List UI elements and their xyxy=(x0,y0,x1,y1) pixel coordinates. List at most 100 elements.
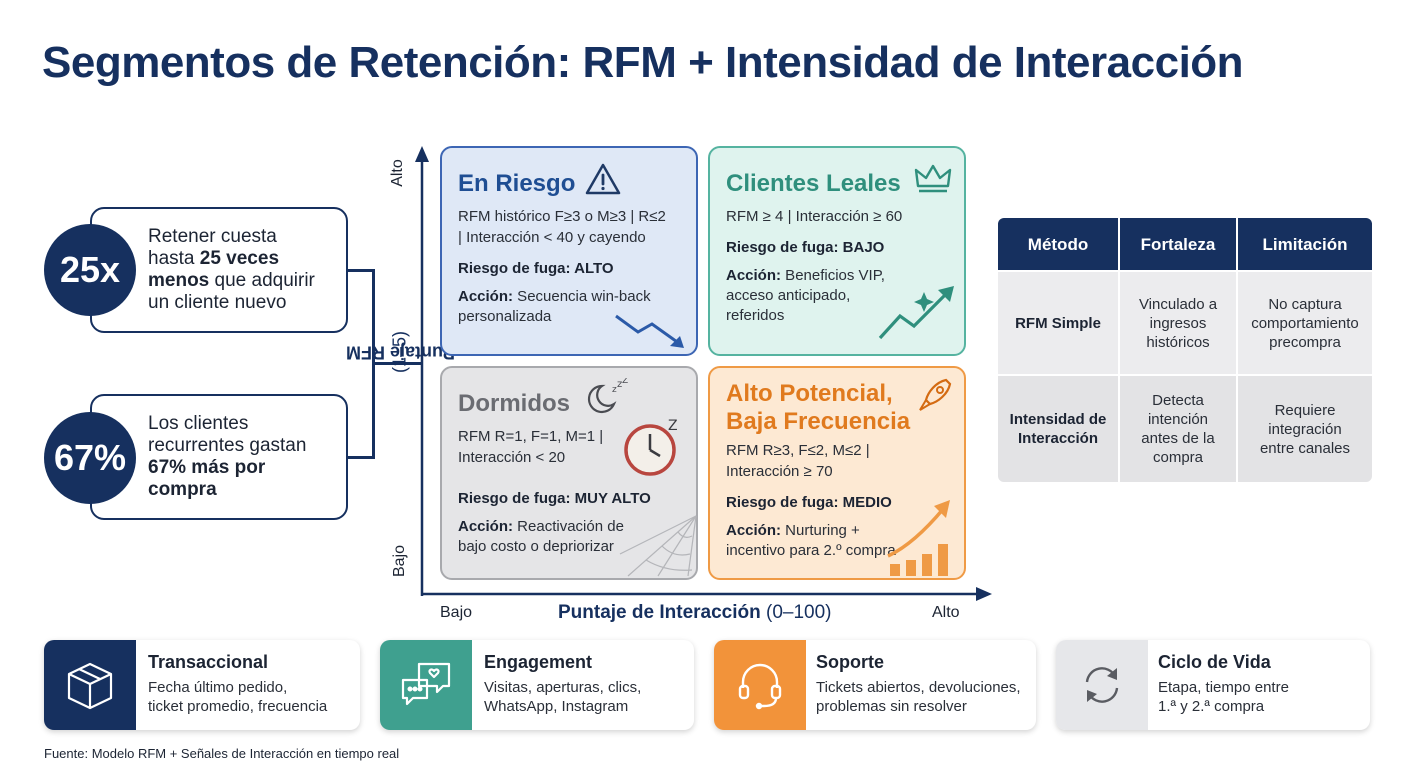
clock-icon: Z xyxy=(624,418,678,476)
criteria-line: RFM histórico F≥3 o M≥3 | R≤2 xyxy=(458,208,666,225)
svg-text:z: z xyxy=(612,385,617,395)
stat-line-bold: 67% más por xyxy=(148,457,266,478)
card-title: Transaccional xyxy=(148,652,269,672)
criteria-line: | Interacción < 40 y cayendo xyxy=(458,229,646,246)
table-header-method: Método xyxy=(998,218,1118,270)
card-soporte: Soporte Tickets abiertos, devoluciones,p… xyxy=(714,640,1036,730)
cobweb-icon xyxy=(619,515,697,577)
quadrant-risk: Riesgo de fuga: MUY ALTO xyxy=(458,490,651,507)
criteria-line: RFM R=1, F=1, M=1 | xyxy=(458,428,604,445)
criteria-line: RFM ≥ 4 | Interacción ≥ 60 xyxy=(726,208,903,225)
quadrant-en-riesgo: En Riesgo RFM histórico F≥3 o M≥3 | R≤2 … xyxy=(440,146,698,356)
action-text: Secuencia win-back xyxy=(513,288,651,305)
crown-icon xyxy=(914,164,952,193)
action-text: Reactivación de xyxy=(513,518,624,535)
box-icon xyxy=(44,640,136,730)
stat-line: Retener cuesta xyxy=(148,226,277,247)
y-axis-title: Puntaje RFM xyxy=(345,342,455,363)
action-text: Nurturing + xyxy=(781,522,860,539)
connector-line xyxy=(348,269,374,272)
y-axis-high-text: Alto xyxy=(388,159,406,187)
comparison-table: Método Fortaleza Limitación RFM Simple V… xyxy=(998,218,1372,482)
action-text: Beneficios VIP, xyxy=(781,267,885,284)
action-text: bajo costo o depriorizar xyxy=(458,538,614,555)
warning-icon xyxy=(585,163,621,195)
quadrant-title: Dormidos xyxy=(458,390,571,417)
stat-line-bold: menos xyxy=(148,270,210,291)
quadrant-leales: Clientes Leales RFM ≥ 4 | Interacción ≥ … xyxy=(708,146,966,356)
stat-line: recurrentes gastan xyxy=(148,435,307,456)
stat-line: menos que adquirir xyxy=(148,270,344,292)
quadrant-title: Clientes Leales xyxy=(726,170,901,197)
quadrant-action: Acción: Reactivación de bajo costo o dep… xyxy=(458,517,680,557)
quadrant-risk: Riesgo de fuga: BAJO xyxy=(726,239,885,256)
card-title: Soporte xyxy=(816,652,885,672)
action-label: Acción: xyxy=(458,518,514,535)
action-text: referidos xyxy=(726,307,785,324)
moon-icon: z z Z xyxy=(587,378,628,414)
stat-line-part: hasta xyxy=(148,248,200,269)
table-header-strength: Fortaleza xyxy=(1120,218,1236,270)
stat-line: hasta 25 veces xyxy=(148,248,344,270)
table-header-row: Método Fortaleza Limitación xyxy=(998,218,1372,270)
action-label: Acción: xyxy=(458,288,514,305)
stat-line: compra xyxy=(148,479,344,501)
y-axis-low-text: Bajo xyxy=(391,544,409,578)
quadrant-criteria: RFM histórico F≥3 o M≥3 | R≤2 | Interacc… xyxy=(458,206,680,248)
stat-line: Los clientes xyxy=(148,413,249,434)
action-text: incentivo para 2.º compra xyxy=(726,542,896,559)
card-desc: Tickets abiertos, devoluciones,problemas… xyxy=(816,679,1021,715)
quadrant-title: En Riesgo xyxy=(458,170,576,197)
x-axis-range: (0–100) xyxy=(766,602,832,623)
stat-text-spend: Los clientes recurrentes gastan 67% más … xyxy=(148,413,344,501)
quadrant-title-line: Alto Potencial, xyxy=(726,380,893,407)
card-desc: Visitas, aperturas, clics,WhatsApp, Inst… xyxy=(484,679,642,715)
svg-text:Z: Z xyxy=(668,418,678,434)
stat-line-bold: 25 veces xyxy=(199,248,280,269)
stat-line-bold: compra xyxy=(148,479,217,500)
quadrant-title-line: Baja Frecuencia xyxy=(726,408,911,435)
action-text: acceso anticipado, xyxy=(726,287,851,304)
quadrant-risk: Riesgo de fuga: ALTO xyxy=(458,260,614,277)
svg-text:z: z xyxy=(617,379,622,390)
criteria-line: Interacción ≥ 70 xyxy=(726,463,833,480)
trend-down-icon xyxy=(615,314,684,348)
quadrant-potencial: Alto Potencial, Baja Frecuencia RFM R≥3,… xyxy=(708,366,966,580)
chat-icon xyxy=(380,640,472,730)
y-axis-high: Alto xyxy=(386,158,416,188)
table-header-limitation: Limitación xyxy=(1238,218,1372,270)
criteria-line: Interacción < 20 xyxy=(458,449,566,466)
card-title: Ciclo de Vida xyxy=(1158,652,1271,672)
cycle-icon xyxy=(1056,640,1148,730)
source-note: Fuente: Modelo RFM + Señales de Interacc… xyxy=(44,746,400,761)
quadrant-title: Alto Potencial, Baja Frecuencia xyxy=(726,380,948,436)
y-axis-label: Puntaje RFM (1–5) xyxy=(345,232,454,472)
x-axis-label: Puntaje de Interacción (0–100) xyxy=(558,602,832,624)
card-engagement: Engagement Visitas, aperturas, clics,Wha… xyxy=(380,640,694,730)
criteria-line: RFM R≥3, F≤2, M≤2 | xyxy=(726,442,870,459)
quadrant-risk: Riesgo de fuga: MEDIO xyxy=(726,494,892,511)
x-axis-title: Puntaje de Interacción xyxy=(558,602,761,623)
card-desc: Fecha último pedido,ticket promedio, fre… xyxy=(148,679,328,715)
quadrant-criteria: RFM ≥ 4 | Interacción ≥ 60 xyxy=(726,206,948,227)
stat-value-spend: 67% xyxy=(44,412,136,504)
quadrant-action: Acción: Beneficios VIP, acceso anticipad… xyxy=(726,266,948,326)
action-label: Acción: xyxy=(726,522,782,539)
quadrant-criteria: RFM R≥3, F≤2, M≤2 | Interacción ≥ 70 xyxy=(726,440,948,482)
y-axis-low: Bajo xyxy=(386,544,416,578)
stat-line: 67% más por xyxy=(148,457,344,479)
quadrant-action: Acción: Secuencia win-back personalizada xyxy=(458,287,680,327)
quadrant-action: Acción: Nurturing + incentivo para 2.º c… xyxy=(726,521,948,561)
svg-text:Z: Z xyxy=(622,378,628,386)
action-text: personalizada xyxy=(458,308,552,325)
growth-bars-icon xyxy=(887,500,950,576)
